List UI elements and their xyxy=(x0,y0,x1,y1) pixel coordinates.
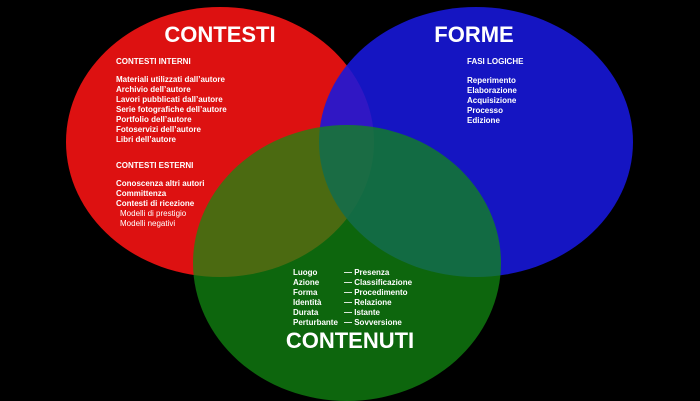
contenuti-left-item: Forma xyxy=(293,288,318,297)
contesti-interni-item: Lavori pubblicati dall’autore xyxy=(116,95,223,104)
contenuti-right-item: — Classificazione xyxy=(344,278,413,287)
contesti-esterni-item: Committenza xyxy=(116,189,167,198)
contesti-interni-item: Serie fotografiche dell’autore xyxy=(116,105,227,114)
contesti-interni-heading: CONTESTI INTERNI xyxy=(116,57,191,66)
forme-title: FORME xyxy=(434,22,513,47)
circle-contenuti xyxy=(193,125,501,401)
contenuti-left-item: Perturbante xyxy=(293,318,338,327)
fasi-logiche-item: Reperimento xyxy=(467,76,516,85)
contenuti-left-item: Luogo xyxy=(293,268,318,277)
fasi-logiche-item: Elaborazione xyxy=(467,86,517,95)
contenuti-left-item: Identità xyxy=(293,298,322,307)
contesti-esterni-item: Conoscenza altri autori xyxy=(116,179,204,188)
contesti-interni-item: Fotoservizi dell’autore xyxy=(116,125,201,134)
contesti-interni-item: Portfolio dell’autore xyxy=(116,115,192,124)
contenuti-right-item: — Sovversione xyxy=(344,318,402,327)
fasi-logiche-item: Edizione xyxy=(467,116,500,125)
contesti-esterni-subitem: Modelli di prestigio xyxy=(120,209,187,218)
contenuti-right-item: — Istante xyxy=(344,308,381,317)
contenuti-right-item: — Relazione xyxy=(344,298,392,307)
contesti-interni-item: Materiali utilizzati dall’autore xyxy=(116,75,225,84)
contesti-interni-item: Libri dell’autore xyxy=(116,135,177,144)
contenuti-right-item: — Presenza xyxy=(344,268,390,277)
contesti-esterni-item: Contesti di ricezione xyxy=(116,199,195,208)
contenuti-title: CONTENUTI xyxy=(286,328,414,353)
contesti-title: CONTESTI xyxy=(164,22,275,47)
contesti-esterni-heading: CONTESTI ESTERNI xyxy=(116,161,193,170)
fasi-logiche-item: Processo xyxy=(467,106,503,115)
fasi-logiche-heading: FASI LOGICHE xyxy=(467,57,524,66)
contesti-interni-item: Archivio dell’autore xyxy=(116,85,191,94)
contenuti-left-item: Azione xyxy=(293,278,320,287)
fasi-logiche-item: Acquisizione xyxy=(467,96,517,105)
contenuti-right-item: — Procedimento xyxy=(344,288,408,297)
contesti-esterni-subitem: Modelli negativi xyxy=(120,219,175,228)
contenuti-left-item: Durata xyxy=(293,308,319,317)
